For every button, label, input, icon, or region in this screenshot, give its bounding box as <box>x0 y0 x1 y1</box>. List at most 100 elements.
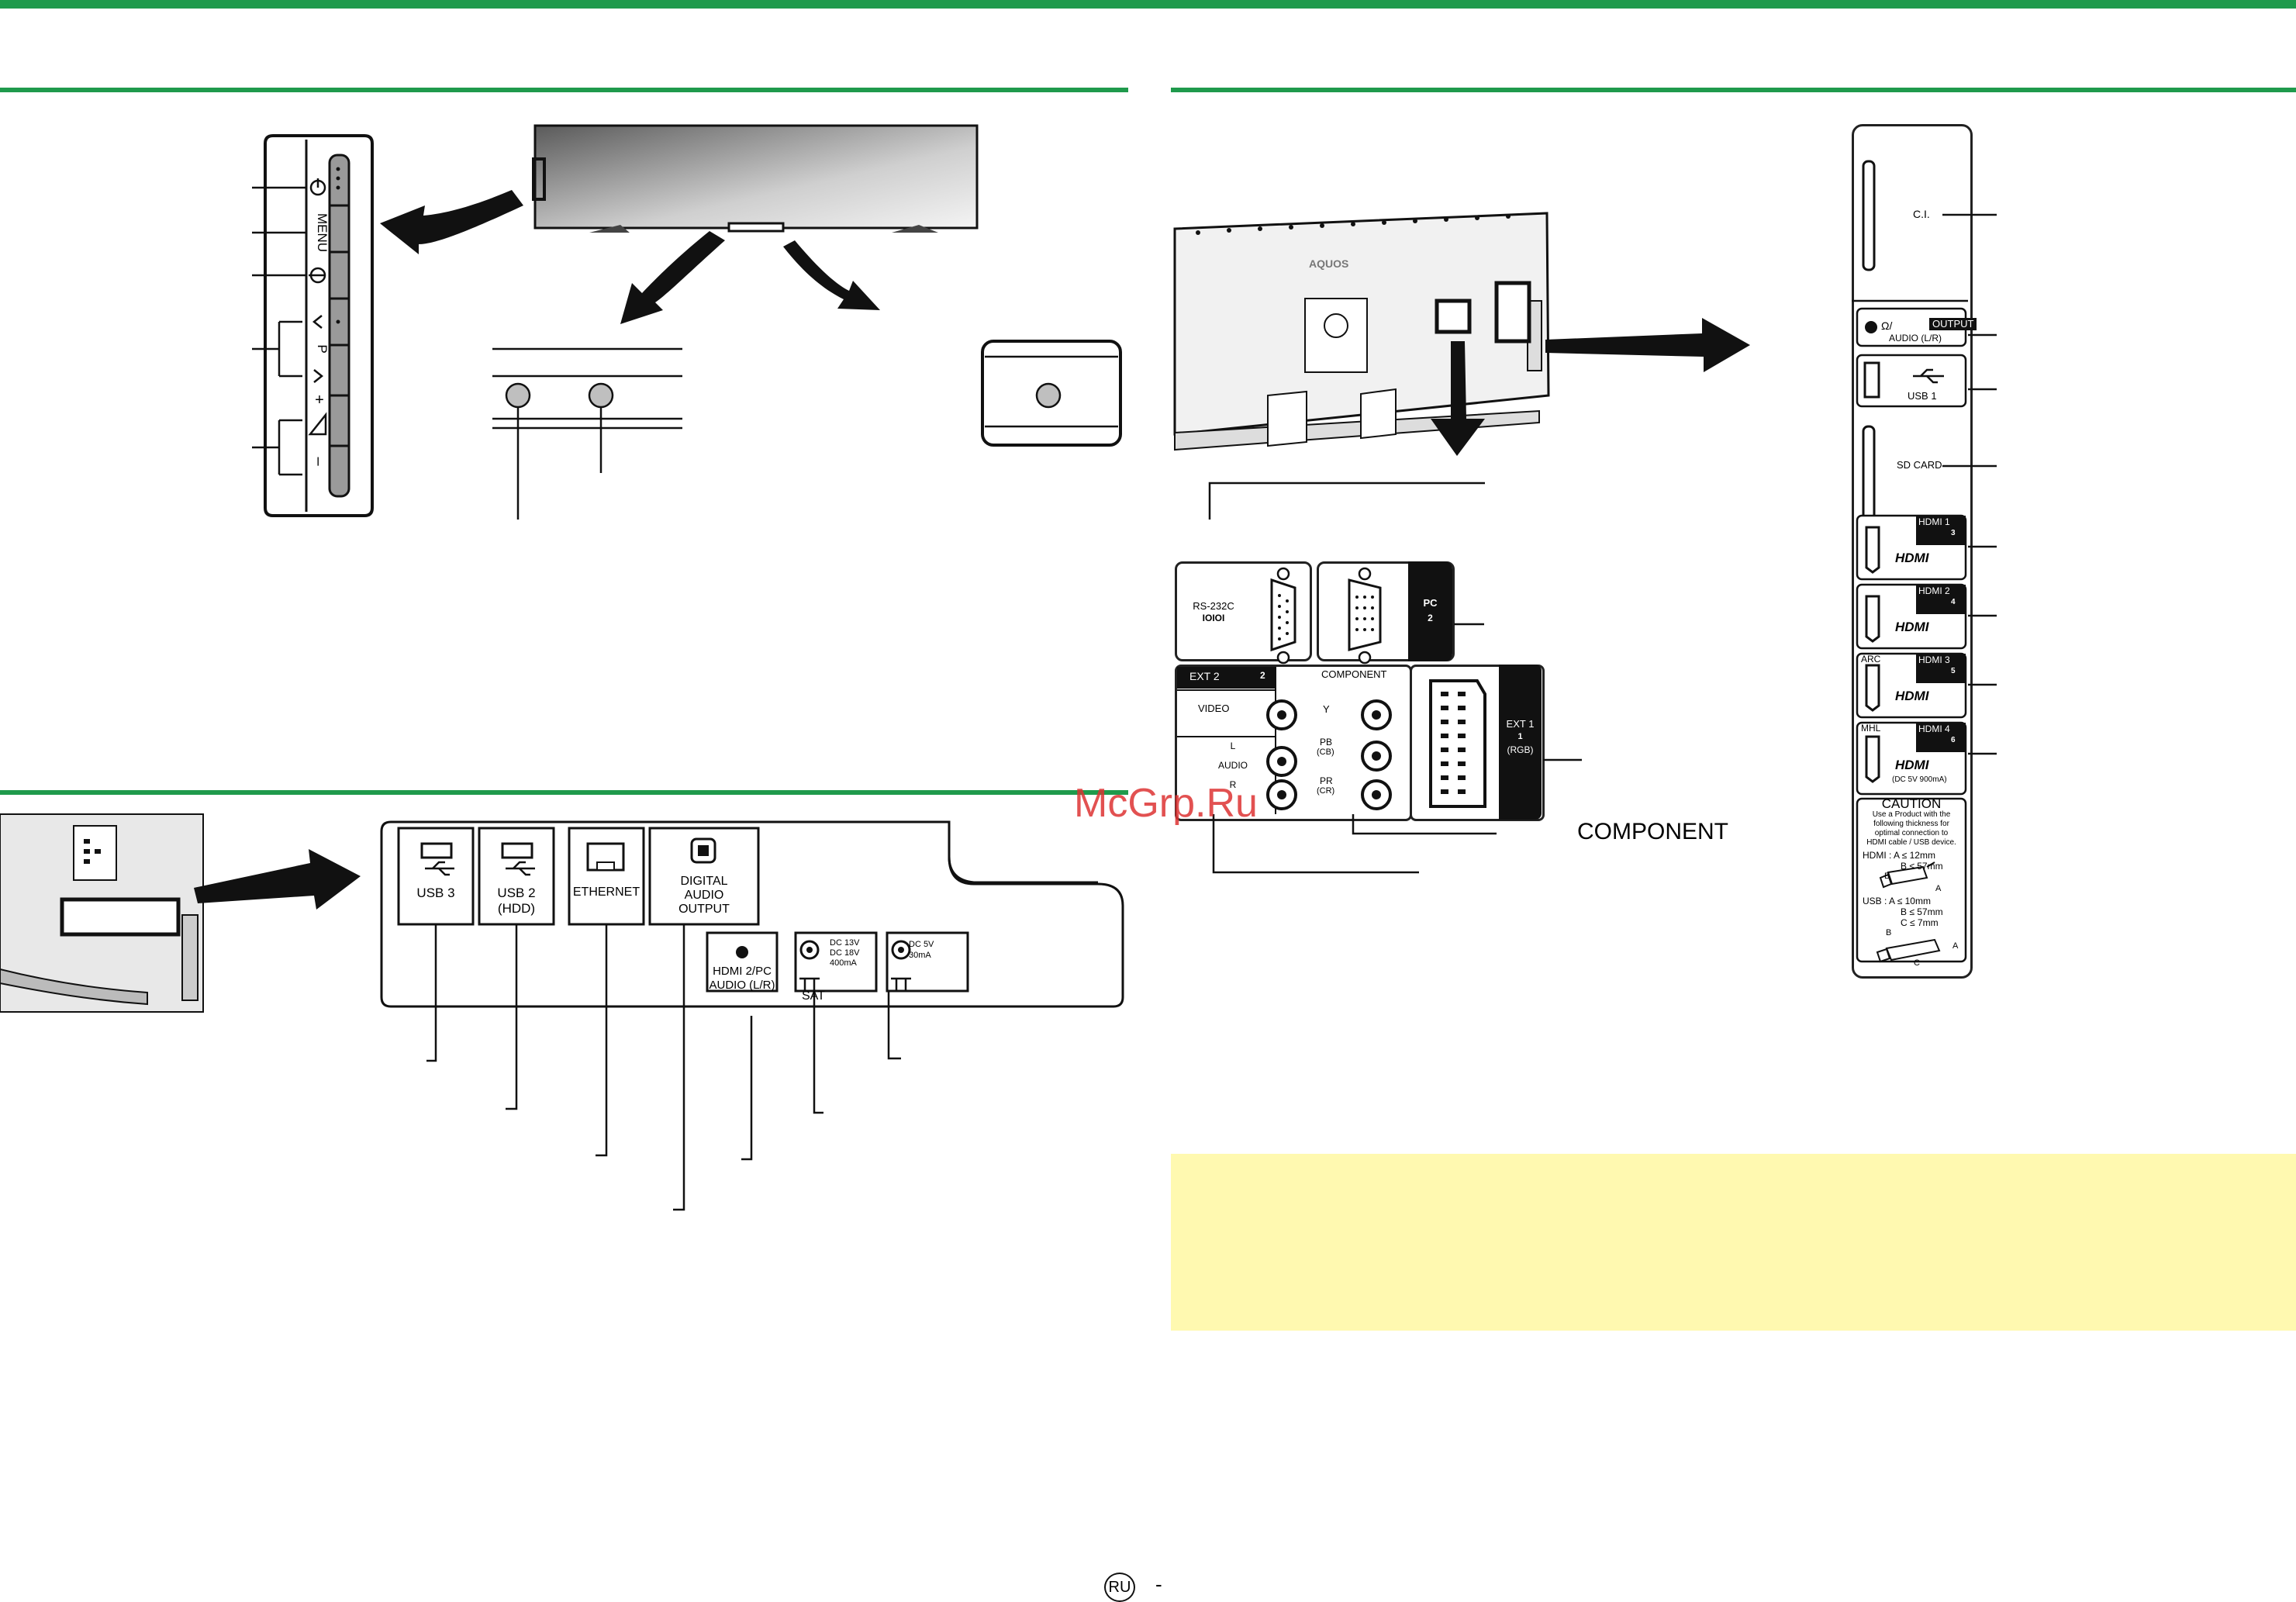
ext1-label: EXT 1 <box>1506 718 1535 730</box>
usb-icon <box>425 861 535 876</box>
digital-audio-label-1: DIGITAL <box>680 875 728 888</box>
hdmi1-number: 3 <box>1951 529 1956 537</box>
component-pb-sub: (CB) <box>1317 747 1334 757</box>
audio-label: AUDIO <box>1217 760 1248 771</box>
ci-label: C.I. <box>1913 208 1930 220</box>
hdmi-logo: HDMI <box>1895 620 1929 634</box>
watermark: McGrp.Ru <box>1074 781 1258 826</box>
sat-spec-1: DC 13V <box>830 938 860 948</box>
antenna-spec-1: DC 5V <box>909 940 934 949</box>
input-icon <box>309 267 326 284</box>
section-rule-rear-terminals <box>1171 88 2296 92</box>
hdmi-logo: HDMI <box>1895 551 1929 565</box>
volume-minus-label: – <box>310 457 327 466</box>
caution-title: CAUTION <box>1881 796 1942 811</box>
usb2-port <box>501 842 533 859</box>
hdmi1-label: HDMI 1 <box>1918 516 1950 527</box>
rs232c-port <box>1270 578 1296 652</box>
usb-plug-a: A <box>1952 941 1959 951</box>
audio-l-label: L <box>1230 741 1236 751</box>
pc-label-bg <box>1408 561 1452 661</box>
hdmi2-pc-label-2: AUDIO (L/R) <box>709 979 775 992</box>
sensor-strip <box>492 347 682 430</box>
arrow-right-icon <box>194 849 361 910</box>
headphone-jack <box>1865 321 1877 333</box>
usb-plug-icon <box>1876 938 1941 963</box>
usb1-label: USB 1 <box>1908 390 1937 402</box>
component-pr-label: PR <box>1320 775 1333 786</box>
rs232c-label: RS-232C <box>1193 600 1234 612</box>
hdmi-logo: HDMI <box>1895 758 1929 772</box>
component-callout: COMPONENT <box>1577 819 1728 844</box>
hdmi2-pc-label-1: HDMI 2/PC <box>713 965 772 978</box>
arrow-down-icon <box>1431 341 1485 456</box>
usb2-label: USB 2 <box>497 886 536 900</box>
audio-r-label: R <box>1229 779 1237 790</box>
usb1-port <box>1863 361 1880 399</box>
antenna-spec-2: 30mA <box>909 951 931 960</box>
section-rule-side-controls <box>0 88 1128 92</box>
language-badge: RU <box>1104 1573 1135 1602</box>
ext1-label-bg <box>1499 665 1542 820</box>
ext2-number: 2 <box>1260 670 1265 681</box>
ethernet-port <box>586 842 625 872</box>
component-pr-sub: (CR) <box>1317 786 1335 796</box>
usb-plug-c: C <box>1914 958 1920 968</box>
arc-label: ARC <box>1861 654 1881 665</box>
section-rule-rear-lower <box>0 790 1128 795</box>
usb-icon <box>1913 368 1944 384</box>
output-badge: OUTPUT <box>1929 318 1977 330</box>
usb-dim-b: B ≤ 57mm <box>1901 906 1943 917</box>
digital-audio-label-2: AUDIO <box>684 889 724 902</box>
hdmi3-label: HDMI 3 <box>1918 654 1950 665</box>
pc-number: 2 <box>1428 613 1433 623</box>
arrow-down-right-icon <box>783 240 880 310</box>
ext2-label: EXT 2 <box>1189 670 1220 682</box>
usb3-port <box>420 842 453 859</box>
sat-spec-2: DC 18V <box>830 948 860 958</box>
mhl-spec: (DC 5V 900mA) <box>1892 775 1947 784</box>
headphone-icon: Ω/ <box>1881 319 1893 332</box>
hdmi-port <box>1865 526 1880 783</box>
optical-port <box>690 837 716 864</box>
volume-icon <box>308 412 327 436</box>
rear-tv-diagram: AQUOS <box>1173 212 1750 520</box>
ext1-number: 1 <box>1517 732 1523 741</box>
chevron-up-icon <box>312 315 323 329</box>
hdmi-plug-a: A <box>1935 884 1942 893</box>
usb-dim-a: USB : A ≤ 10mm <box>1863 896 1931 906</box>
led-indicator <box>588 382 614 409</box>
ext1-rgb-label: (RGB) <box>1507 744 1534 755</box>
power-icon <box>309 178 326 196</box>
caution-text-4: HDMI cable / USB device. <box>1866 838 1956 847</box>
channel-label: P <box>315 344 330 353</box>
side-terminal-ports <box>1852 160 1997 963</box>
sat-label: SAT <box>802 989 825 1003</box>
tv-brand-logo: AQUOS <box>1309 257 1348 270</box>
antenna-icon <box>799 977 911 991</box>
pc-label: PC <box>1423 597 1438 609</box>
scart-port <box>1429 679 1486 808</box>
sd-card-label: SD CARD <box>1897 459 1942 471</box>
hdmi4-label: HDMI 4 <box>1918 723 1950 734</box>
mhl-label: MHL <box>1861 723 1881 734</box>
tv-front <box>533 124 979 230</box>
side-control-diagram: MENU P + – <box>252 124 1122 520</box>
component-y-label: Y <box>1323 703 1330 715</box>
digital-audio-label-3: OUTPUT <box>678 903 730 916</box>
hdmi3-number: 5 <box>1951 667 1956 675</box>
sd-card-slot <box>1862 425 1876 521</box>
rear-lower-left-tv <box>0 813 204 1013</box>
note-box <box>1171 1154 2296 1331</box>
hdmi-logo: HDMI <box>1895 689 1929 703</box>
ethernet-label: ETHERNET <box>572 886 640 899</box>
hdmi-plug-icon <box>1879 861 1935 889</box>
hdmi2-label: HDMI 2 <box>1918 585 1950 596</box>
chevron-down-icon <box>313 369 324 383</box>
ext2-header <box>1177 667 1275 689</box>
video-label: VIDEO <box>1198 703 1230 714</box>
pc-vga-port <box>1348 578 1382 651</box>
component-header: COMPONENT <box>1321 668 1387 680</box>
caution-text-1: Use a Product with the <box>1872 810 1951 819</box>
sat-spec-3: 400mA <box>830 958 857 968</box>
